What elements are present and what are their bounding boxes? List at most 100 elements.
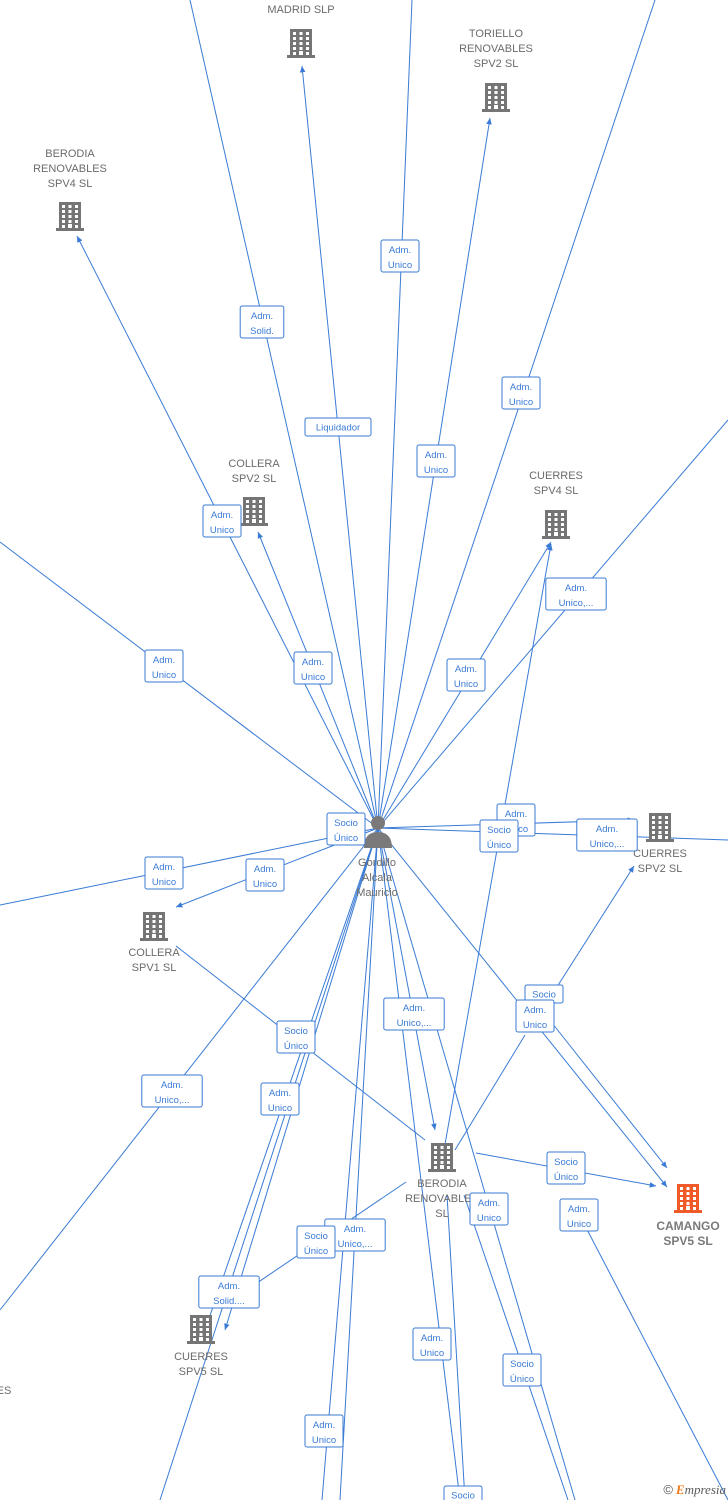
building-icon[interactable] [542,510,570,539]
relation-edge [446,1194,466,1500]
empresia-watermark: ©Empresia [663,1482,726,1498]
relation-label[interactable]: Adm.Unico [293,651,333,685]
relation-label-text: Unico [152,877,176,888]
relation-label[interactable]: Liquidador [304,417,372,437]
relation-label[interactable]: Adm.Unico [559,1198,599,1232]
relation-label-text: Adm. [251,311,273,322]
relation-label-text: Adm. [302,657,324,668]
relation-label-text: Socio [304,1231,328,1242]
building-icon[interactable] [56,202,84,231]
relation-label-text: Socio [451,1491,475,1500]
relation-label-text: Único [510,1374,534,1385]
relation-label-text: Único [334,833,358,844]
relation-edge [339,827,379,1500]
relation-label-text: Unico [454,679,478,690]
company-label: RENOVABLES [459,43,533,55]
relation-label[interactable]: Adm.Unico [304,1414,344,1448]
building-icon[interactable] [674,1184,702,1213]
relation-label-text: Unico [420,1348,444,1359]
relation-label-text: Adm. [161,1080,183,1091]
relation-label-text: Solid.... [213,1296,245,1307]
relation-label[interactable]: Adm.Unico [202,504,242,538]
relation-label-text: Adm. [153,655,175,666]
relation-label-text: Adm. [313,1420,335,1431]
company-label: RENOVABLES [33,163,107,175]
building-icon[interactable] [428,1143,456,1172]
relation-label-text: Único [554,1172,578,1183]
relation-label-text: Unico [210,525,234,536]
company-node-partial_left[interactable]: ES [0,1385,11,1397]
copyright-icon: © [663,1482,673,1497]
relation-label[interactable]: Adm.Unico,... [141,1074,203,1108]
relation-label[interactable]: Adm.Unico [144,649,184,683]
building-icon[interactable] [187,1315,215,1344]
company-label: SPV4 SL [534,485,579,497]
relation-label[interactable]: Socio [443,1485,483,1500]
relation-edge [377,827,461,1500]
relation-label[interactable]: Adm.Unico [416,444,456,478]
relation-label[interactable]: Adm.Solid.... [198,1275,260,1309]
company-label: SPV4 SL [48,178,93,190]
relation-edge [377,0,413,829]
relation-label-text: Adm. [344,1224,366,1235]
relation-label-text: Socio [510,1359,534,1370]
company-label: SL [435,1208,448,1220]
relation-label[interactable]: Adm. Unico [515,999,555,1033]
building-icon[interactable] [287,29,315,58]
relation-label[interactable]: Adm.Unico,... [545,577,607,611]
person-icon[interactable] [364,816,392,848]
relation-label[interactable]: Adm.Unico,... [324,1218,386,1252]
relation-label[interactable]: Adm.Unico [501,376,541,410]
relation-label-text: Unico [509,397,533,408]
relation-edge [159,827,379,1500]
relation-label-text: Adm. [565,583,587,594]
building-icon[interactable] [240,497,268,526]
relation-label-text: Adm. [568,1204,590,1215]
relation-label-text: Socio [487,825,511,836]
relation-edge [377,0,656,829]
relation-label[interactable]: Adm.Unico,... [383,997,445,1031]
relation-label-text: Socio [554,1157,578,1168]
relation-label[interactable]: Adm.Unico,... [576,818,638,852]
relation-label[interactable]: Adm.Unico [245,858,285,892]
company-node-madrid[interactable]: MADRID SLP [267,4,335,58]
relation-label[interactable]: Adm.Unico [144,856,184,890]
relation-label-text: Adm. [524,1005,546,1016]
relation-label-text: Liquidador [316,423,360,434]
building-icon[interactable] [482,83,510,112]
relation-label-text: Unico [523,1020,547,1031]
relation-label-text: Único [487,840,511,851]
relation-label[interactable]: Adm.Solid. [239,305,285,339]
relation-label-text: Adm. [389,245,411,256]
company-label: ES [0,1385,11,1397]
relation-label-text: Adm. [425,450,447,461]
relation-label[interactable]: Adm.Unico [446,658,486,692]
building-icon[interactable] [140,912,168,941]
relation-label-text: Socio [334,818,358,829]
relation-label[interactable]: Adm.Unico [469,1192,509,1226]
relation-label[interactable]: Adm.Unico [260,1082,300,1116]
relation-label[interactable]: Adm.Unico [412,1327,452,1361]
relation-label-text: Adm. [478,1198,500,1209]
relation-edge [377,827,437,1131]
company-label: CUERRES [174,1351,228,1363]
relation-label[interactable]: Adm.Unico [380,239,420,273]
building-icon[interactable] [646,813,674,842]
